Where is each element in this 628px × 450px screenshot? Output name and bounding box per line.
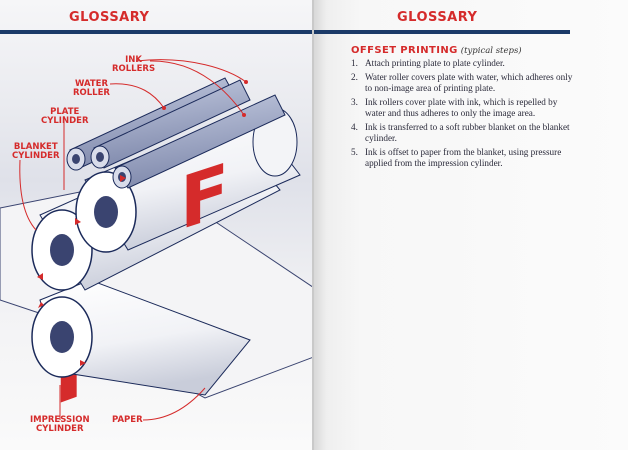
- label-impression-cylinder: IMPRESSION CYLINDER: [30, 415, 90, 434]
- step-text: Ink rollers cover plate with ink, which …: [365, 96, 558, 119]
- list-item: 5. Ink is offset to paper from the blanke…: [351, 147, 576, 170]
- plate-cylinder: F: [75, 107, 301, 253]
- list-item: 3. Ink rollers cover plate with ink, whic…: [351, 97, 576, 120]
- step-text: Water roller covers plate with water, wh…: [365, 71, 573, 94]
- step-number: 3.: [351, 96, 358, 107]
- left-page: GLOSSARY F: [0, 0, 312, 450]
- leader-lines: [19, 59, 247, 421]
- rotation-arrows: [37, 80, 248, 366]
- offset-press-illustration: F F: [0, 59, 312, 428]
- label-water-roller: WATER ROLLER: [73, 79, 110, 98]
- step-text: Ink is offset to paper from the blanket,…: [365, 146, 562, 169]
- label-ink-rollers: INK ROLLERS: [112, 55, 156, 74]
- right-page: GLOSSARY: [314, 0, 628, 450]
- list-item: 1. Attach printing plate to plate cylinde…: [351, 58, 576, 70]
- step-number: 2.: [351, 71, 358, 82]
- section-subtitle: (typical steps): [460, 46, 522, 56]
- label-paper: PAPER: [112, 415, 143, 425]
- step-number: 4.: [351, 121, 358, 132]
- section-heading: OFFSET PRINTING(typical steps): [351, 45, 522, 56]
- step-text: Ink is transferred to a soft rubber blan…: [365, 121, 570, 144]
- list-item: 2. Water roller covers plate with water, …: [351, 72, 576, 95]
- label-plate-cylinder: PLATE CYLINDER: [41, 107, 89, 126]
- ink-roller-1: [90, 79, 251, 169]
- section-title: OFFSET PRINTING: [351, 45, 458, 56]
- steps-list: 1. Attach printing plate to plate cylinde…: [351, 58, 576, 172]
- list-item: 4. Ink is transferred to a soft rubber bl…: [351, 122, 576, 145]
- label-blanket-cylinder: BLANKET CYLINDER: [12, 142, 60, 161]
- header-rule: [0, 30, 312, 34]
- book-gutter: [312, 0, 314, 450]
- impression-cylinder: [31, 279, 251, 396]
- left-header: GLOSSARY: [69, 10, 150, 25]
- step-number: 1.: [351, 58, 358, 68]
- step-number: 5.: [351, 146, 358, 157]
- step-text: Attach printing plate to plate cylinder.: [365, 58, 505, 68]
- right-header: GLOSSARY: [397, 10, 478, 25]
- plate-letter: F: [180, 147, 229, 247]
- header-rule-right: [314, 30, 570, 34]
